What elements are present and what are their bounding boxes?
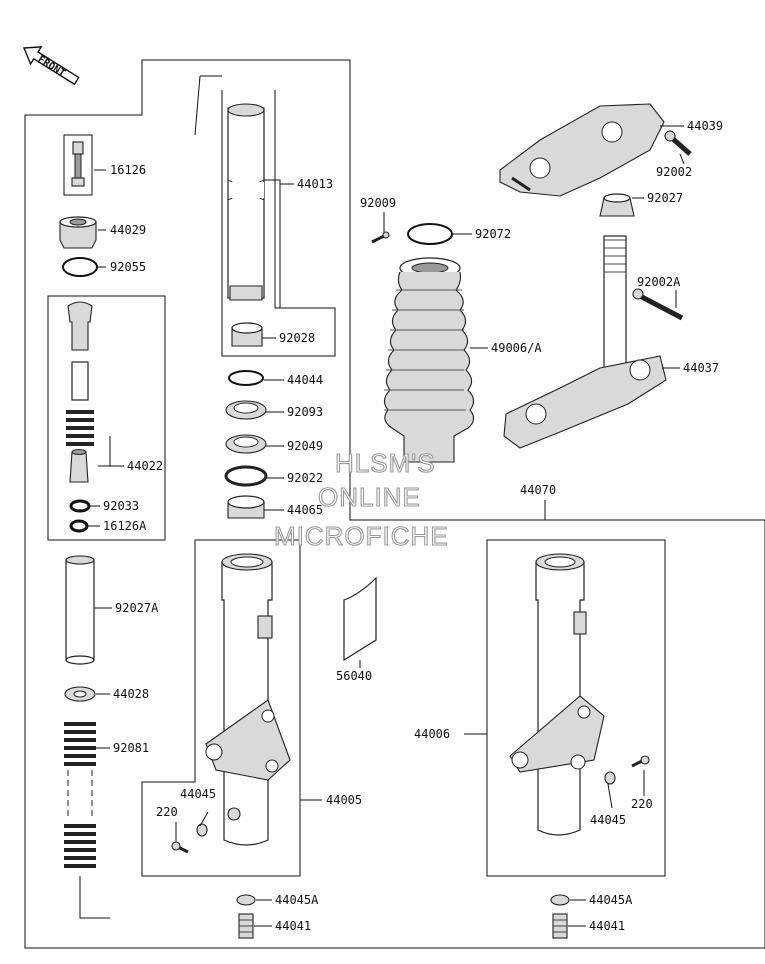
label-44045A-left: 44045A [275,893,319,907]
part-44045A-washer-left-icon [236,894,256,906]
part-92009-screw-icon [371,231,390,244]
part-44028-seat-icon [64,686,96,702]
part-44045-washer-right-icon [604,771,616,785]
group-44006-box [486,539,666,877]
part-44045-washer-left-icon [196,823,208,837]
part-56040-cover-icon [343,576,377,662]
part-44005-outer-tube-left-icon [205,553,291,846]
label-44005: 44005 [326,793,362,807]
label-44029: 44029 [110,223,146,237]
label-44022: 44022 [127,459,163,473]
label-92002: 92002 [656,165,692,179]
label-44028: 44028 [113,687,149,701]
part-92027A-spacer-tube-icon [65,555,95,665]
label-92093: 92093 [287,405,323,419]
part-44022-damper-rod-icon [66,301,94,483]
part-49006A-fork-boot-icon [383,257,475,463]
assembly-frame-outline [24,59,765,949]
group-44013-box [221,90,336,357]
label-44041-left: 44041 [275,919,311,933]
part-44065-bushing-icon [227,495,265,519]
label-44006: 44006 [414,727,450,741]
label-44070: 44070 [520,483,556,497]
watermark-line-3: MICROFICHE [274,521,449,551]
label-44044: 44044 [287,373,323,387]
leader-lines [88,125,685,927]
part-92022-washer-icon [224,465,268,487]
part-44013-inner-tube-icon [194,75,265,301]
label-92033: 92033 [103,499,139,513]
label-44045-right: 44045 [590,813,626,827]
front-arrow-icon: FRONT [22,46,80,86]
watermark-line-1: HLSM'S [335,448,436,478]
label-44065: 44065 [287,503,323,517]
part-92093-oil-seal-icon [225,400,267,420]
label-92072: 92072 [475,227,511,241]
label-44045A-right: 44045A [589,893,633,907]
label-92009: 92009 [360,196,396,210]
part-44005-boss-icon [227,807,241,821]
part-92028-bushing-icon [231,322,263,347]
group-44022-box [47,295,166,541]
part-220-screw-right-icon [631,755,650,768]
label-92027A: 92027A [115,601,159,615]
part-16126-valve-icon [63,134,93,196]
part-16126A-washer-icon [69,519,89,533]
part-220-screw-left-icon [171,841,189,854]
label-92022: 92022 [287,471,323,485]
part-92002A-bolt-icon [632,288,684,321]
part-44037-stem-bracket-icon [503,235,667,449]
label-56040: 56040 [336,669,372,683]
label-92028: 92028 [279,331,315,345]
label-92002A: 92002A [637,275,681,289]
label-44037: 44037 [683,361,719,375]
part-92072-band-clamp-icon [407,223,453,245]
group-44005-box [141,539,301,877]
part-44044-clip-icon [228,370,264,386]
part-44029-cap-icon [59,216,97,249]
label-44041-right: 44041 [589,919,625,933]
part-44041-bolt-left-icon [238,913,254,939]
label-92055: 92055 [110,260,146,274]
label-92049: 92049 [287,439,323,453]
part-44006-outer-tube-right-icon [509,553,605,836]
part-44041-bolt-right-icon [552,913,568,939]
label-44045-left: 44045 [180,787,216,801]
label-16126: 16126 [110,163,146,177]
label-220-left: 220 [156,805,178,819]
label-44039: 44039 [687,119,723,133]
part-92033-washer-icon [69,499,91,513]
part-44045A-washer-right-icon [550,894,570,906]
label-16126A: 16126A [103,519,147,533]
front-arrow-label: FRONT [36,54,67,79]
part-44039-upper-bracket-icon [499,103,665,197]
label-44013: 44013 [297,177,333,191]
part-92081-spring-icon [64,722,110,919]
label-92027: 92027 [647,191,683,205]
part-92027-collar-icon [599,193,635,217]
label-220-right: 220 [631,797,653,811]
part-92002-bolt-icon [664,130,692,156]
watermark-line-2: ONLINE [318,482,421,512]
label-49006A: 49006/A [491,341,542,355]
part-92049-oil-seal-icon [225,434,267,454]
part-92055-o-ring-icon [62,257,98,277]
label-92081: 92081 [113,741,149,755]
